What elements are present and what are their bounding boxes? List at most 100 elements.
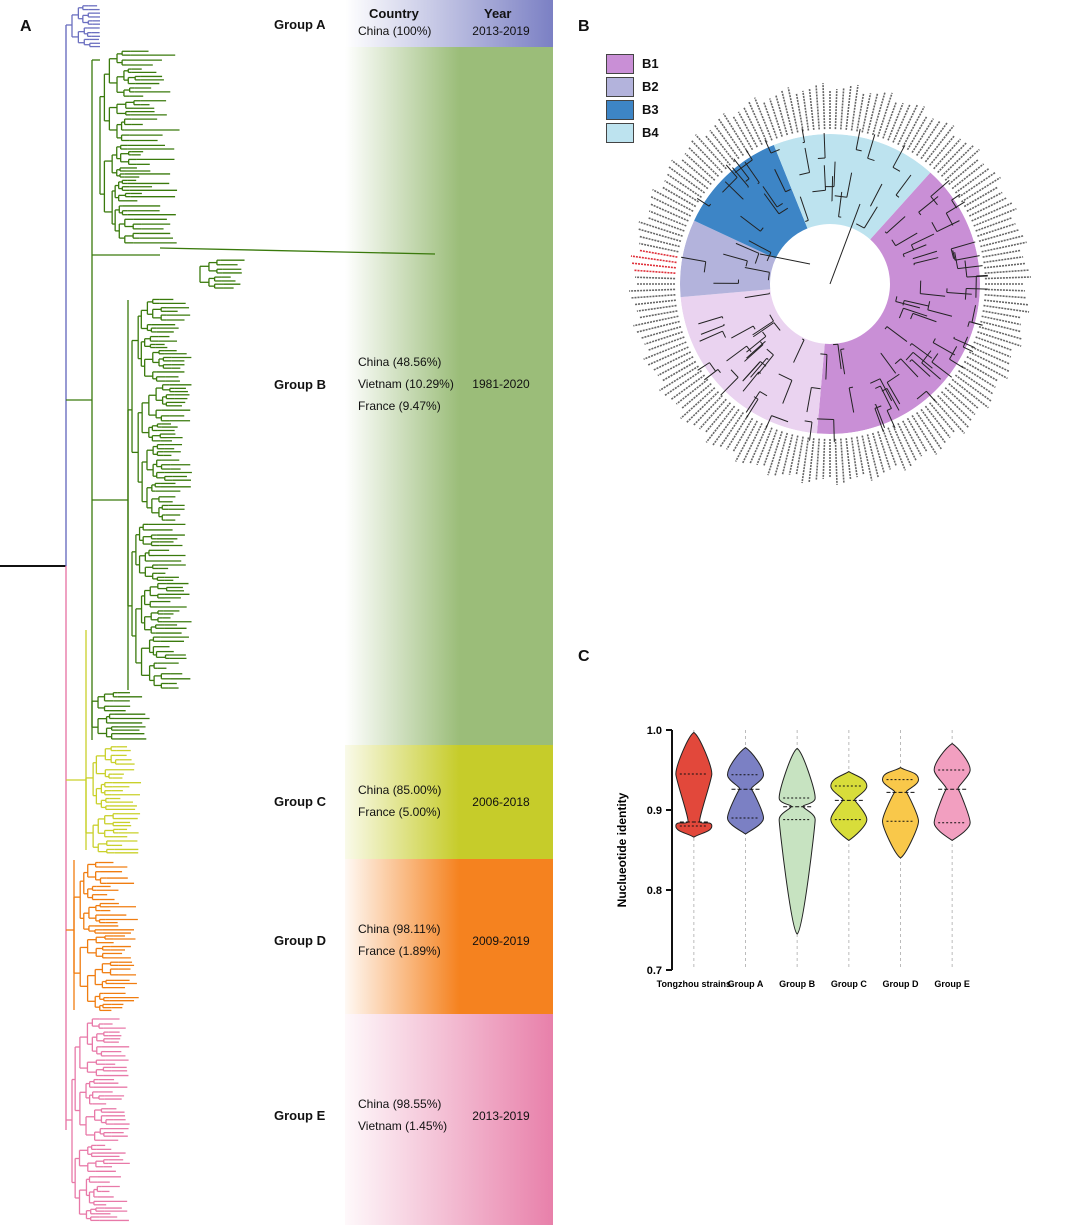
leaf-label bbox=[840, 438, 845, 483]
tree-branch bbox=[801, 128, 806, 143]
leaf-label bbox=[920, 408, 947, 444]
leaf-label bbox=[822, 83, 826, 130]
tree-branch bbox=[931, 353, 939, 363]
band-group-d bbox=[345, 859, 553, 1014]
tree-branch bbox=[912, 250, 938, 260]
leaf-label bbox=[644, 331, 683, 346]
leaf-label bbox=[712, 408, 740, 446]
tree-branch bbox=[900, 358, 919, 378]
tree-branch bbox=[757, 354, 774, 375]
leaf-label bbox=[722, 113, 749, 153]
tree-branch bbox=[760, 361, 767, 367]
country-entry: China (98.55%) bbox=[358, 1097, 442, 1111]
tree-branch bbox=[856, 223, 865, 229]
violin-shape bbox=[830, 770, 868, 842]
leaf-label bbox=[966, 191, 1003, 212]
leaf-label bbox=[929, 402, 955, 433]
tree-branch bbox=[767, 272, 770, 281]
tree-branch bbox=[745, 149, 753, 161]
leaf-label bbox=[971, 202, 1013, 222]
leaf-label bbox=[781, 434, 794, 476]
panel-label-c: C bbox=[578, 648, 590, 665]
tree-branch bbox=[804, 420, 813, 423]
leaf-label bbox=[834, 89, 838, 130]
tree-branch bbox=[770, 149, 780, 154]
tree-branch bbox=[953, 336, 955, 339]
tree-branch bbox=[812, 189, 826, 193]
tree-branch bbox=[823, 165, 827, 191]
leaf-label bbox=[982, 249, 1021, 258]
leaf-label bbox=[756, 427, 773, 466]
tree-branch bbox=[746, 341, 766, 359]
legend-item-b3: B3 bbox=[606, 98, 659, 121]
tree-branch bbox=[926, 390, 936, 402]
clade-b1-sector bbox=[816, 172, 981, 435]
leaf-label bbox=[639, 249, 678, 258]
leaf-label bbox=[633, 299, 676, 306]
tree-branch bbox=[932, 338, 936, 343]
circular-tree bbox=[629, 83, 1031, 485]
y-axis-label: Nuclueotide identity bbox=[615, 792, 629, 907]
leaf-label bbox=[977, 331, 1022, 347]
leaf-label bbox=[973, 341, 1012, 358]
tree-branch bbox=[785, 189, 791, 193]
tree-branch bbox=[723, 253, 748, 262]
tree-branch bbox=[722, 177, 738, 193]
tree-branch bbox=[762, 186, 778, 208]
group-b-countries: China (48.56%) Vietnam (10.29%) France (… bbox=[358, 351, 454, 417]
violin-shape bbox=[675, 731, 713, 838]
leaf-label bbox=[834, 438, 838, 485]
clade-b2-sector bbox=[680, 220, 776, 298]
leaf-label bbox=[850, 84, 859, 131]
leaf-label bbox=[933, 398, 966, 434]
tree-branch bbox=[911, 343, 933, 359]
tree-branch bbox=[848, 387, 855, 413]
panel-label-b: B bbox=[578, 18, 590, 35]
tree-branch bbox=[895, 301, 920, 309]
violin-shape bbox=[778, 747, 816, 935]
tree-branch bbox=[744, 267, 770, 273]
outer-ring bbox=[676, 130, 984, 438]
leaf-label bbox=[983, 256, 1024, 264]
leaf-label bbox=[906, 116, 928, 151]
tree-branch bbox=[855, 128, 861, 150]
leaf-label bbox=[968, 196, 1008, 217]
tree-branch bbox=[898, 308, 904, 319]
tree-branch bbox=[681, 256, 706, 263]
tree-branch bbox=[902, 244, 927, 255]
leaf-label bbox=[850, 437, 858, 478]
leaf-label bbox=[902, 420, 923, 457]
tree-branch bbox=[764, 139, 772, 154]
leaf-label bbox=[668, 166, 706, 194]
leaf-label bbox=[732, 417, 754, 452]
tree-branch bbox=[778, 207, 789, 215]
tree-branch bbox=[752, 322, 775, 338]
tree-branch bbox=[745, 398, 759, 419]
leaf-label bbox=[629, 288, 676, 292]
leaf-label bbox=[877, 92, 893, 137]
tree-branch bbox=[760, 227, 764, 232]
leaf-label bbox=[920, 122, 948, 160]
leaf-label bbox=[822, 438, 826, 479]
leaf-label bbox=[978, 228, 1020, 243]
leaf-label bbox=[687, 146, 720, 177]
leaf-label bbox=[984, 299, 1028, 306]
tree-branch bbox=[931, 361, 953, 378]
tree-branch bbox=[837, 344, 842, 370]
clade-b1-sector bbox=[680, 289, 825, 434]
tree-branch bbox=[884, 326, 888, 330]
tree-branch bbox=[846, 172, 853, 198]
tree-branch bbox=[833, 161, 836, 187]
tree-branch bbox=[721, 316, 724, 319]
leaf-label bbox=[781, 90, 794, 134]
leaf-label bbox=[648, 217, 685, 232]
y-tick-label: 0.9 bbox=[647, 805, 662, 817]
legend-label: B4 bbox=[642, 125, 659, 140]
leaf-label bbox=[861, 93, 872, 133]
group-a-countries: China (100%) bbox=[358, 20, 431, 42]
leaf-label bbox=[856, 436, 865, 475]
tree-branch bbox=[849, 386, 854, 389]
tree-branch bbox=[750, 357, 768, 378]
legend-item-b1: B1 bbox=[606, 52, 659, 75]
x-tick-label: Group A bbox=[728, 979, 764, 989]
